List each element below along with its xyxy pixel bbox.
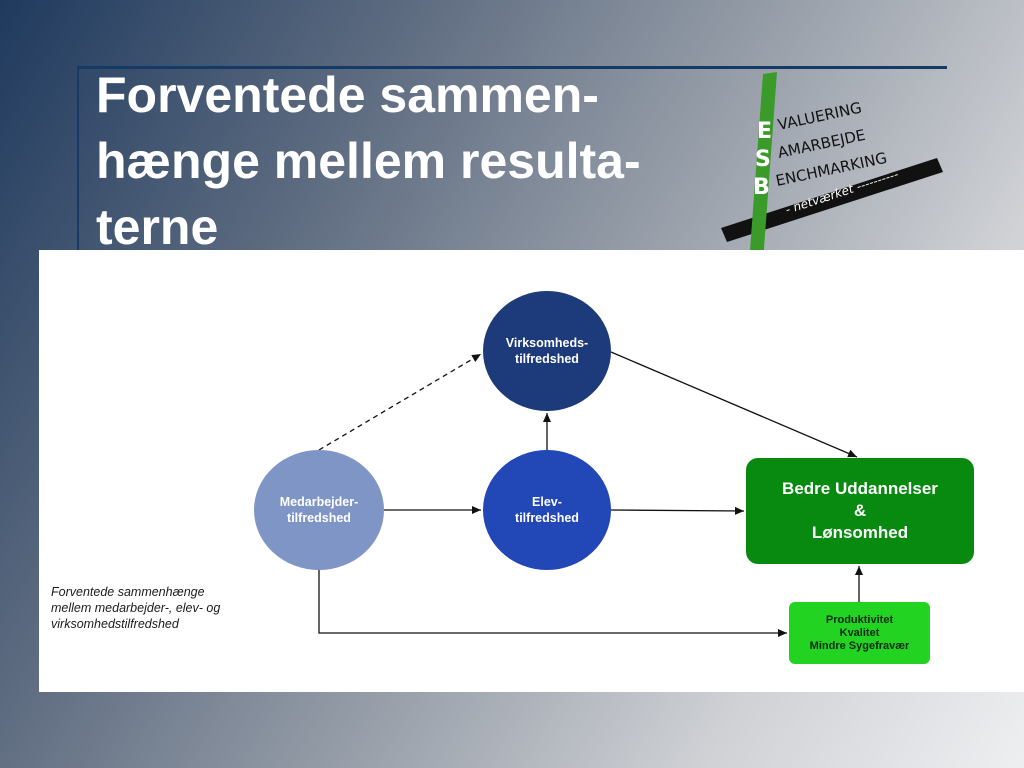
logo-black-band [721,158,943,242]
edge-medarbejder-produktivitet [318,570,787,637]
diagram-connectors [318,351,863,637]
logo-letter-e: E [757,119,772,144]
node-produktivitet: Produktivitet Kvalitet Mindre Sygefravær [789,602,930,664]
esb-logo: - netværket ---------- E S B VALUERING A… [721,72,943,264]
edge-medarbejder-virksomhed [318,353,482,451]
logo-letter-s: S [755,147,771,172]
node-elevtilfredshed: Elev- tilfredshed [483,450,611,570]
diagram-caption: Forventede sammenhænge mellem medarbejde… [51,585,221,631]
edge-elev-result [610,506,745,515]
node-medarbejdertilfredshed: Medarbejder- tilfredshed [254,450,384,570]
title-top-rule [77,66,947,69]
node-virksomhedstilfredshed: Virksomheds- tilfredshed [483,291,611,411]
diagram-panel: Virksomheds- tilfredshed Medarbejder- ti… [39,250,1024,692]
title-left-rule [77,66,79,250]
logo-green-stripe [749,72,777,264]
edge-virksomhed-result [610,351,858,458]
slide-title: Forventede sammen- hænge mellem resulta-… [96,67,641,255]
node-bedre-uddannelser: Bedre Uddannelser & Lønsomhed [746,458,974,564]
logo-letter-b: B [753,175,770,200]
